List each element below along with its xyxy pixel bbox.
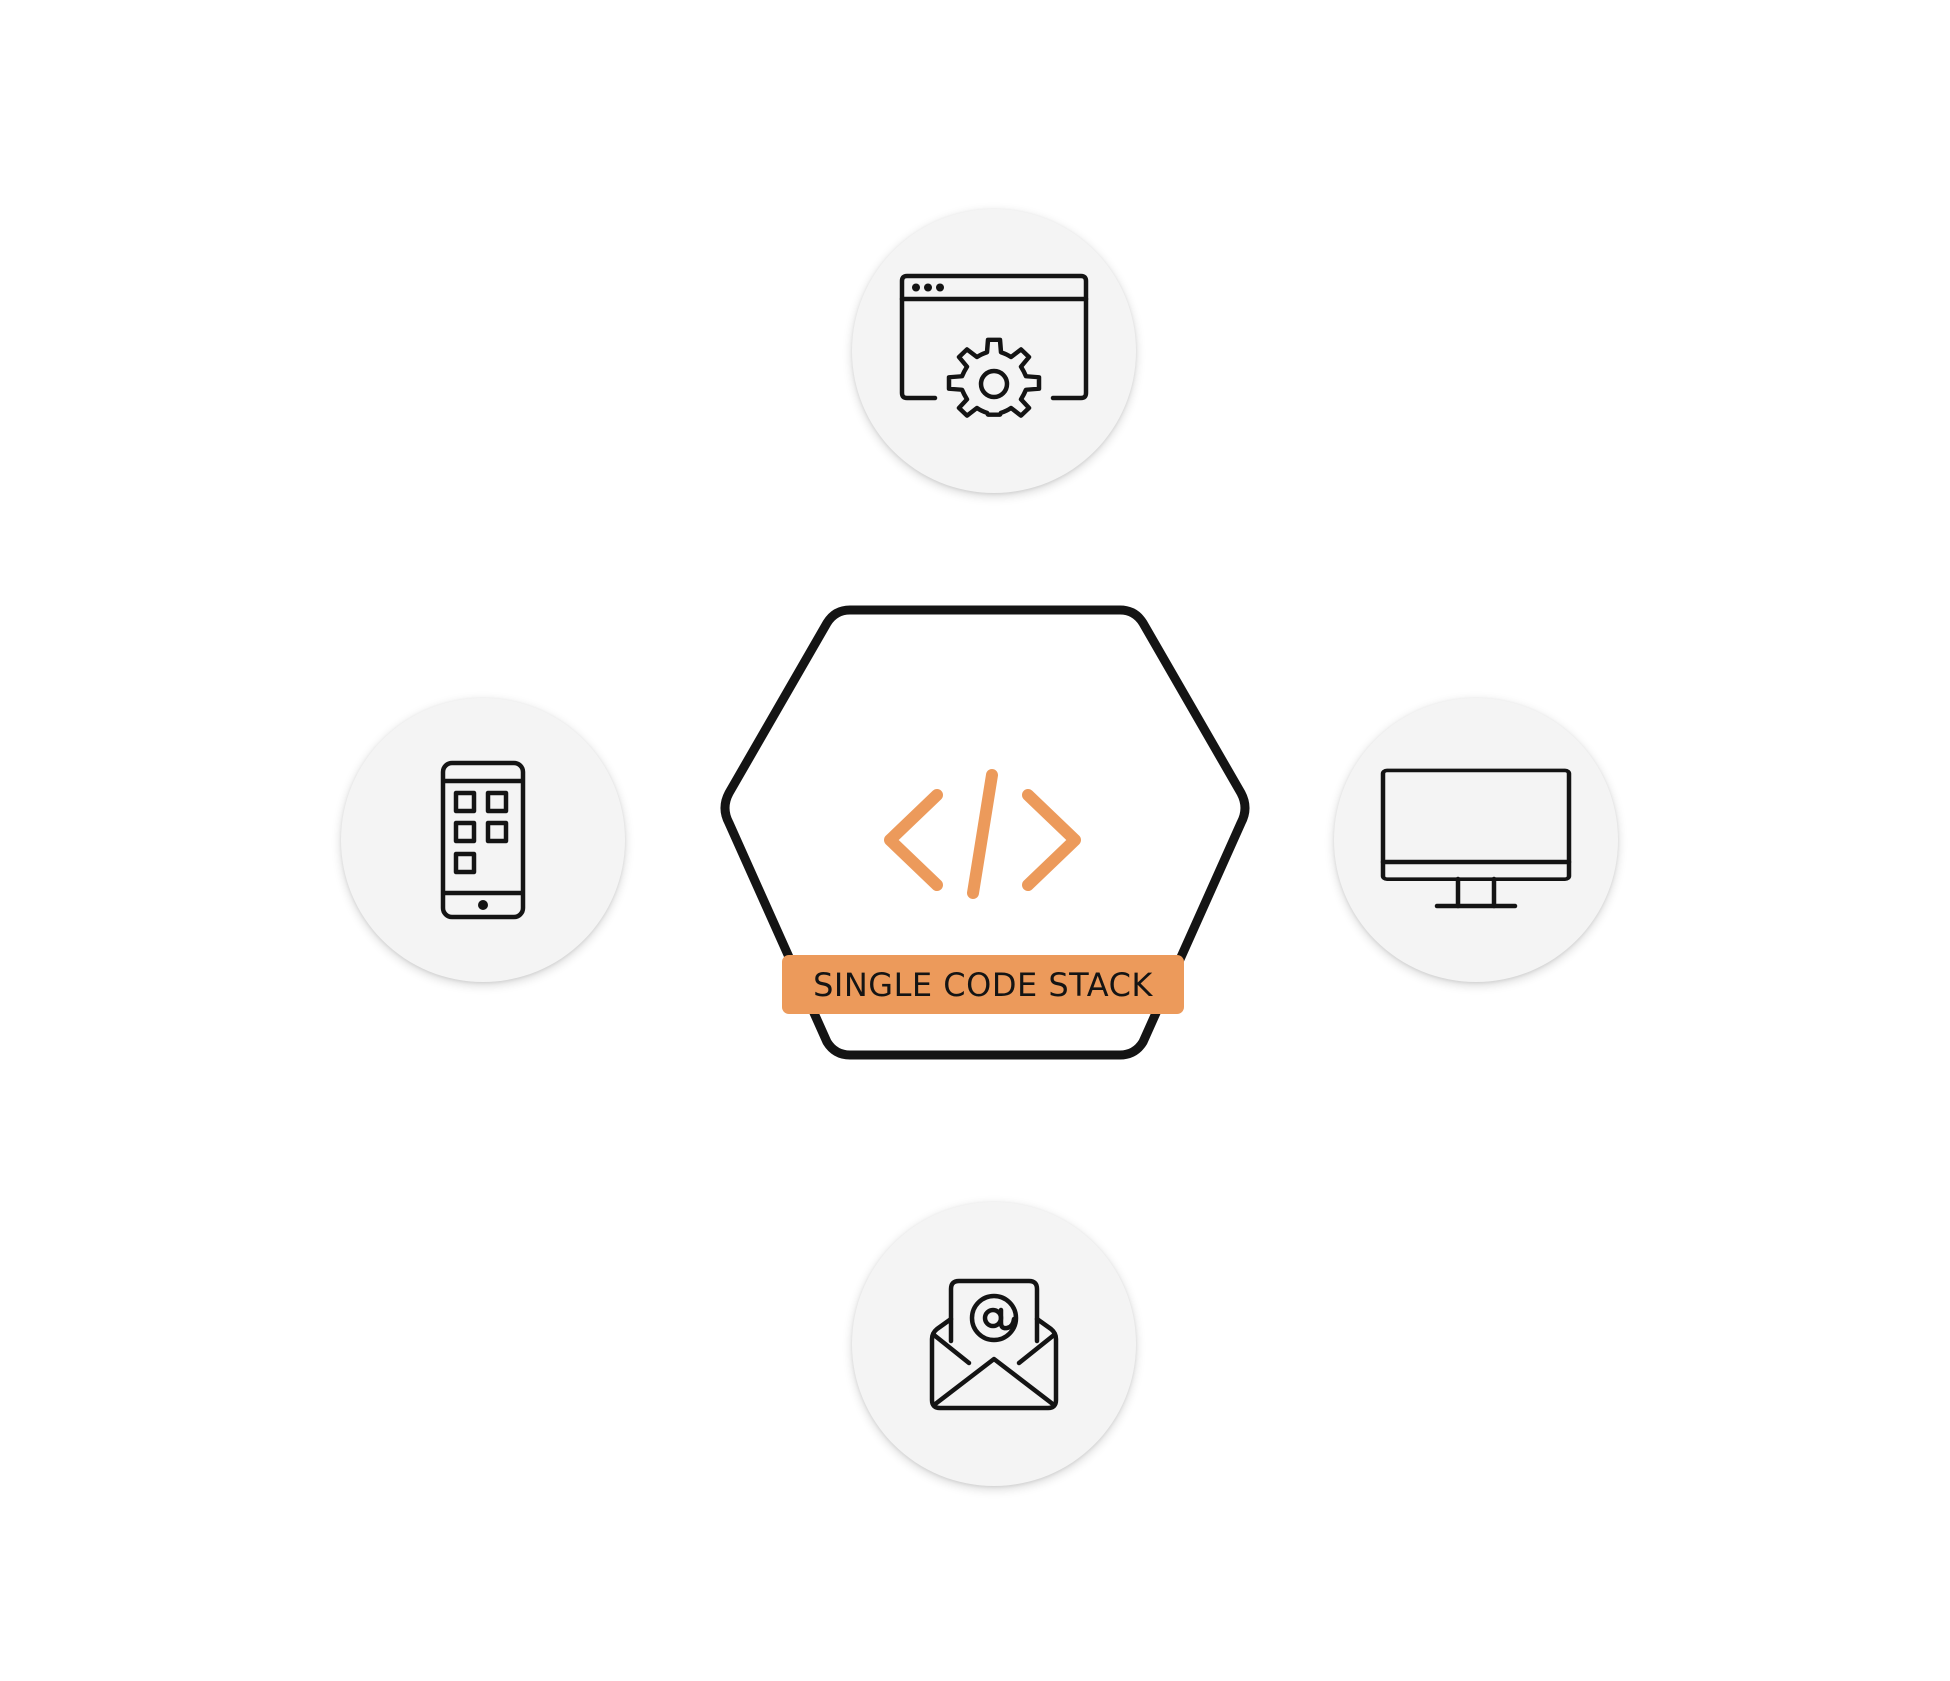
email-envelope-icon [929,1278,1059,1411]
single-code-stack-label: SINGLE CODE STACK [782,955,1184,1014]
desktop-platform [1334,698,1618,982]
desktop-monitor-icon [1380,768,1572,909]
mobile-platform [341,698,625,982]
web-app-platform [852,209,1136,493]
code-brackets-icon [884,769,1081,899]
mobile-phone-icon [440,760,526,920]
window-dots [912,283,944,292]
center-hexagon [720,605,1250,1075]
email-platform [852,1202,1136,1486]
hexagon-outline [720,605,1250,1060]
browser-gear-icon [899,273,1089,418]
